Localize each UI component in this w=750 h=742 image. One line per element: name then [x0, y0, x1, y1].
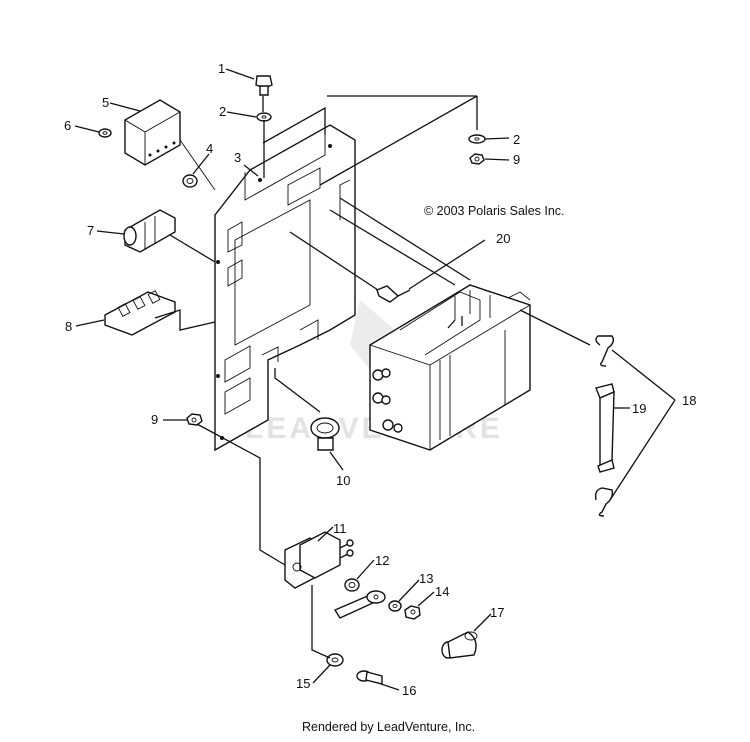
- washer-2b: [468, 134, 486, 144]
- connector-7: [123, 209, 176, 253]
- washer-15: [326, 653, 344, 667]
- clip-18a: [595, 335, 615, 367]
- bolt-1: [255, 75, 273, 96]
- footer-text: Rendered by LeadVenture, Inc.: [302, 720, 475, 734]
- callout-12: 12: [375, 553, 389, 568]
- callout-3: 3: [234, 150, 241, 165]
- washer-13: [388, 600, 402, 612]
- callout-16: 16: [402, 683, 416, 698]
- callout-6: 6: [64, 118, 71, 133]
- callout-13: 13: [419, 571, 433, 586]
- washer-6: [98, 128, 112, 138]
- boot-17: [441, 631, 478, 659]
- callout-10: 10: [336, 473, 350, 488]
- callout-8: 8: [65, 319, 72, 334]
- callout-19: 19: [632, 401, 646, 416]
- grommet-10: [310, 417, 340, 451]
- washer-2a: [256, 112, 272, 122]
- callout-20: 20: [496, 231, 510, 246]
- callout-14: 14: [435, 584, 449, 599]
- pin-20: [376, 285, 411, 303]
- callout-18: 18: [682, 393, 696, 408]
- mounting-plate: [214, 124, 356, 452]
- washer-12: [344, 578, 360, 592]
- callout-2b: 2: [513, 132, 520, 147]
- callout-5: 5: [102, 95, 109, 110]
- callout-17: 17: [490, 605, 504, 620]
- cable-lead: [333, 590, 386, 619]
- callout-9a: 9: [151, 412, 158, 427]
- callout-4: 4: [206, 141, 213, 156]
- strap-19: [595, 383, 615, 473]
- relay-box: [124, 99, 216, 191]
- screw-16: [356, 670, 383, 685]
- nut-9a: [469, 153, 485, 165]
- callout-1: 1: [218, 61, 225, 76]
- nut-9b: [186, 413, 203, 426]
- ecu-module: [369, 284, 531, 451]
- callout-11: 11: [333, 521, 347, 536]
- copyright-text: © 2003 Polaris Sales Inc.: [424, 204, 565, 218]
- callout-2a: 2: [219, 104, 226, 119]
- leader-lines: [74, 68, 676, 691]
- clip-18b: [594, 487, 614, 517]
- spacer-4: [182, 174, 198, 188]
- callout-9b: 9: [513, 152, 520, 167]
- callouts: 1 2 2 3 4 5 6 7 8 9 9 10 11 12 13 14 15 …: [64, 61, 696, 698]
- callout-15: 15: [296, 676, 310, 691]
- callout-7: 7: [87, 223, 94, 238]
- solenoid-11: [284, 531, 354, 589]
- nut-14: [404, 605, 421, 620]
- bracket-8: [104, 290, 176, 336]
